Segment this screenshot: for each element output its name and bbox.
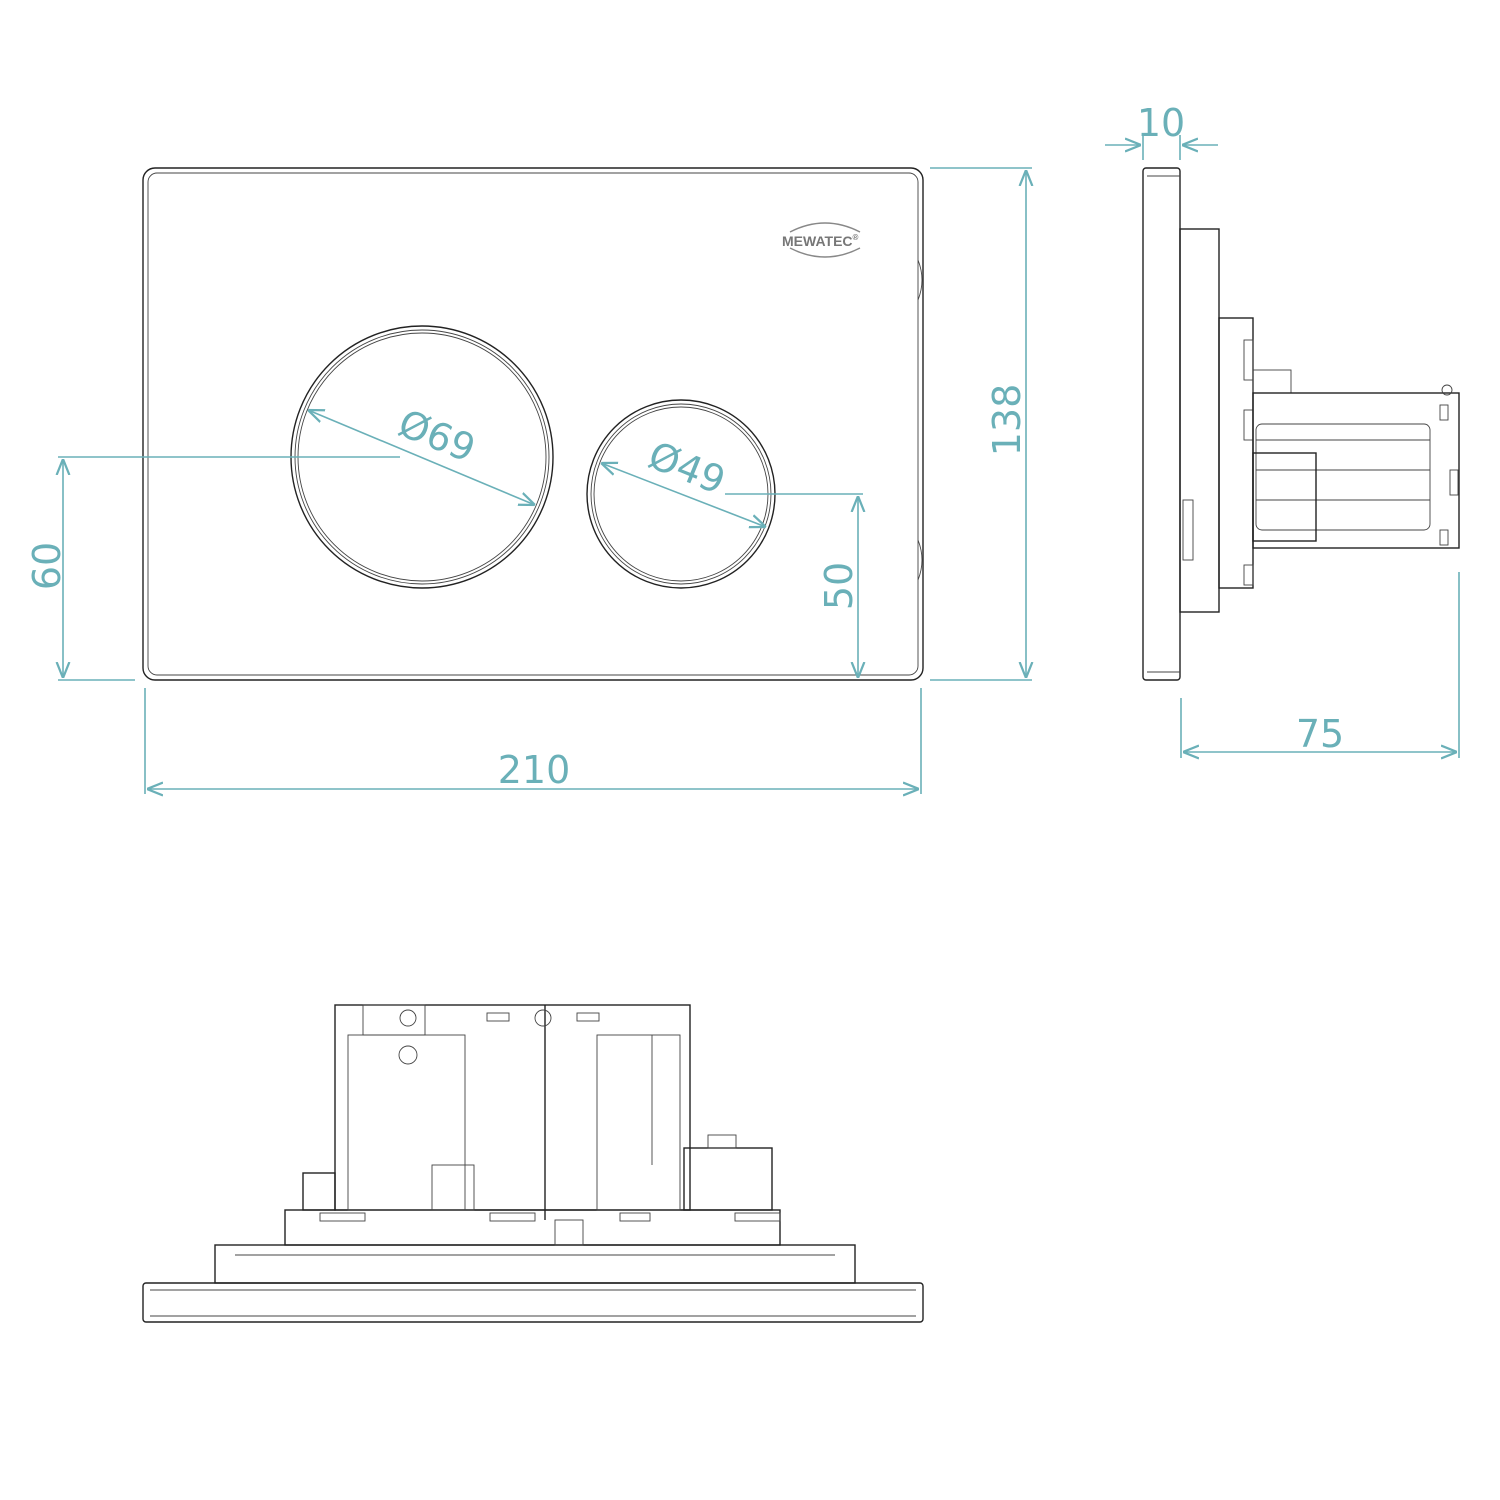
large-button-diameter-dimension: Ø69 xyxy=(392,401,481,471)
mewatec-logo: MEWATEC® xyxy=(782,222,861,258)
height-dimension: 138 xyxy=(985,384,1029,457)
plate-thickness-dimension: 10 xyxy=(1137,101,1185,145)
svg-text:MEWATEC®: MEWATEC® xyxy=(782,233,859,249)
small-button-diameter-dimension: Ø49 xyxy=(642,433,731,503)
bottom-view xyxy=(142,1004,924,1323)
logo-text: MEWATEC xyxy=(782,233,853,249)
front-view: MEWATEC® xyxy=(142,167,924,681)
depth-dimension: 75 xyxy=(1296,712,1344,756)
large-button-height-dimension: 60 xyxy=(25,542,69,590)
front-dimensions: 138 210 60 50 Ø69 Ø49 xyxy=(25,167,1032,794)
side-dimensions: 10 75 xyxy=(1105,101,1460,758)
small-button-height-dimension: 50 xyxy=(817,562,861,610)
side-view xyxy=(1142,167,1460,681)
flush-plate-outline xyxy=(142,167,924,681)
width-dimension: 210 xyxy=(498,748,571,792)
logo-registered-mark: ® xyxy=(853,233,859,242)
